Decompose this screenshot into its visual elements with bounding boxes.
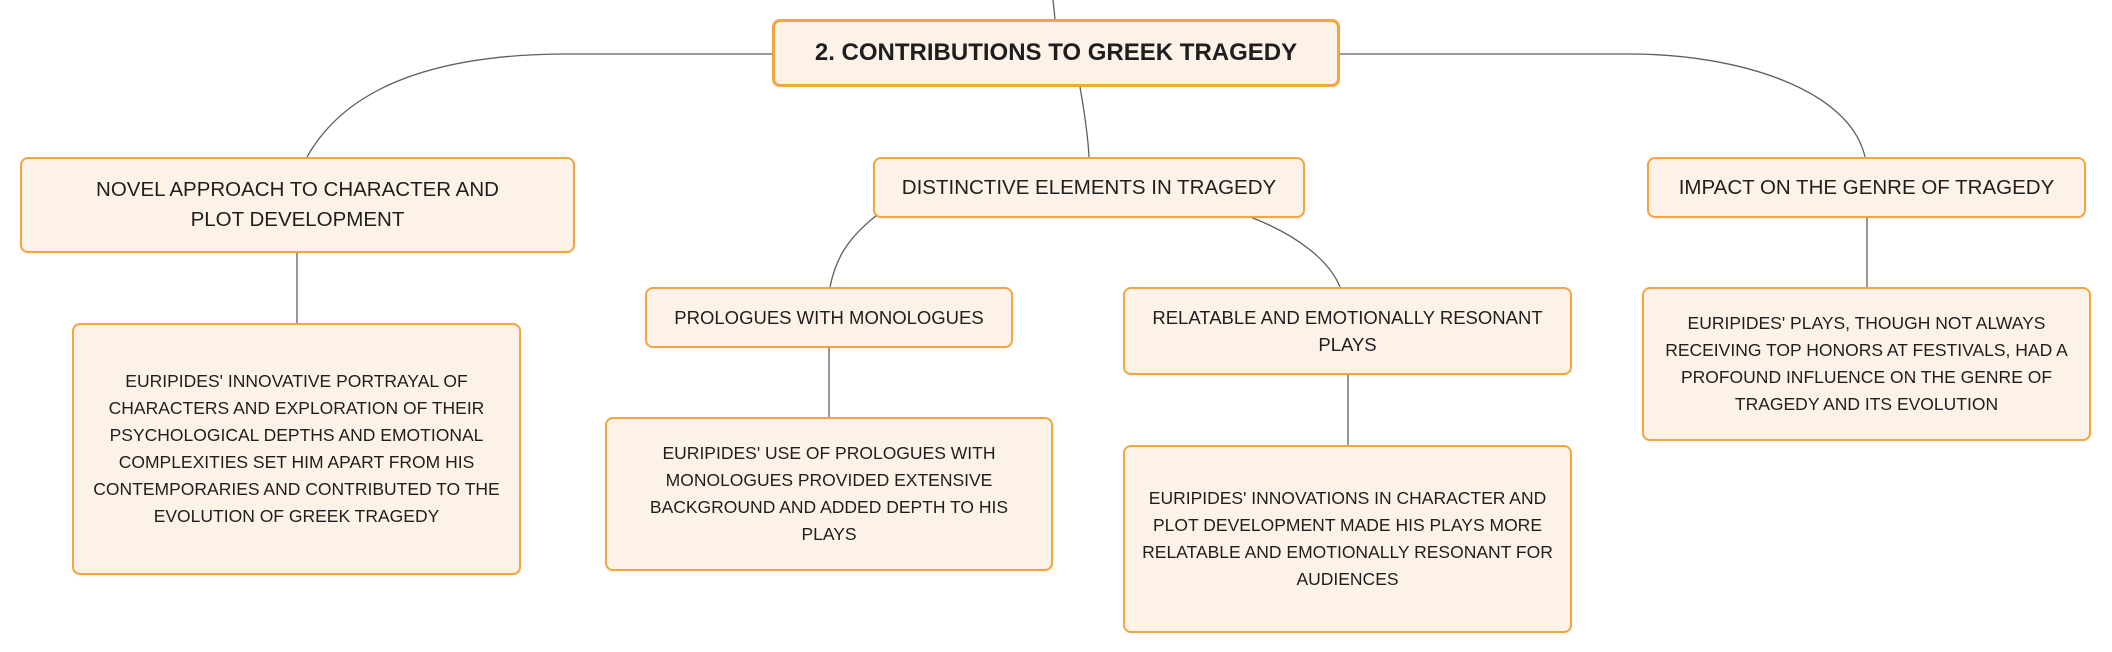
detail-node-novel-approach[interactable]: EURIPIDES' INNOVATIVE PORTRAYAL OF CHARA…: [72, 323, 521, 575]
connector-root-to-distinctive: [1079, 86, 1090, 158]
branch-label-distinctive-elements: DISTINCTIVE ELEMENTS IN TRAGEDY: [901, 175, 1277, 199]
detail-text-prologues: EURIPIDES' USE OF PROLOGUES WITH MONOLOG…: [649, 443, 1009, 544]
branch-node-novel-approach[interactable]: NOVEL APPROACH TO CHARACTER AND PLOT DEV…: [20, 157, 575, 253]
connector-root-to-novel: [306, 53, 772, 158]
detail-node-impact-on-genre[interactable]: EURIPIDES' PLAYS, THOUGH NOT ALWAYS RECE…: [1642, 287, 2091, 441]
root-topic-node[interactable]: 2. CONTRIBUTIONS TO GREEK TRAGEDY: [772, 19, 1340, 87]
detail-text-relatable-plays: EURIPIDES' INNOVATIONS IN CHARACTER AND …: [1142, 488, 1553, 589]
detail-text-impact-on-genre: EURIPIDES' PLAYS, THOUGH NOT ALWAYS RECE…: [1665, 313, 2068, 414]
root-topic-label: 2. CONTRIBUTIONS TO GREEK TRAGEDY: [814, 39, 1298, 66]
branch-node-distinctive-elements[interactable]: DISTINCTIVE ELEMENTS IN TRAGEDY: [873, 157, 1305, 218]
branch-label-impact-on-genre: IMPACT ON THE GENRE OF TRAGEDY: [1678, 175, 2055, 199]
subtopic-label-prologues: PROLOGUES WITH MONOLOGUES: [674, 307, 984, 328]
branch-node-impact-on-genre[interactable]: IMPACT ON THE GENRE OF TRAGEDY: [1647, 157, 2086, 218]
branch-label-novel-approach: NOVEL APPROACH TO CHARACTER AND PLOT DEV…: [96, 178, 499, 231]
detail-text-novel-approach: EURIPIDES' INNOVATIVE PORTRAYAL OF CHARA…: [93, 371, 500, 526]
detail-node-prologues[interactable]: EURIPIDES' USE OF PROLOGUES WITH MONOLOG…: [605, 417, 1053, 571]
subtopic-node-prologues[interactable]: PROLOGUES WITH MONOLOGUES: [645, 287, 1013, 348]
subtopic-label-relatable-plays: RELATABLE AND EMOTIONALLY RESONANT PLAYS: [1152, 307, 1543, 355]
connector-root-to-impact: [1340, 53, 1866, 158]
connector-parent-to-root: [1052, 0, 1056, 20]
connector-distinctive-to-prologues: [829, 214, 878, 288]
subtopic-node-relatable-plays[interactable]: RELATABLE AND EMOTIONALLY RESONANT PLAYS: [1123, 287, 1572, 375]
connector-distinctive-to-relatable: [1247, 215, 1341, 288]
detail-node-relatable-plays[interactable]: EURIPIDES' INNOVATIONS IN CHARACTER AND …: [1123, 445, 1572, 633]
